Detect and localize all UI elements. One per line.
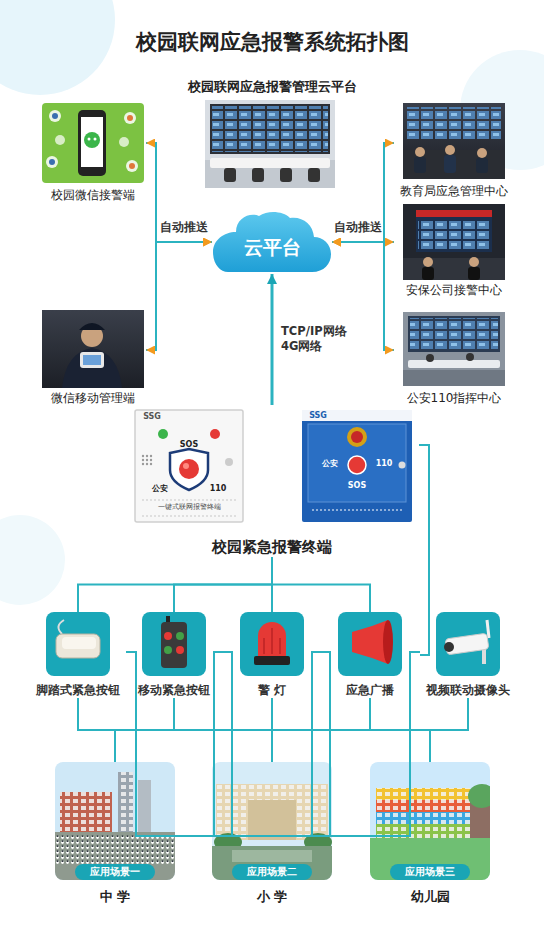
node-caption: 校园紧急报警终端 [125,537,419,557]
scene-caption: 中 学 [54,888,176,906]
device-marking: 一键式联网报警终端 [143,503,235,511]
node-caption: 应急广播 [322,682,418,698]
connector-line [126,652,369,836]
scene-card: 应用场景三幼儿园 [369,762,491,910]
picture-node: 公安110指挥中心 [394,310,514,406]
picture-node: 校园微信接警端 [40,103,146,203]
connector-line [222,652,369,836]
connector-line [126,652,211,836]
connector-line [320,652,369,836]
connector-label: 自动推送 [334,220,382,235]
officer-picture [42,310,144,388]
connector-line [176,652,322,836]
primary-school-picture [212,762,332,880]
connector-line [419,445,429,655]
picture-node: 脚踏式紧急按钮 [30,612,126,698]
connector-line [174,698,272,762]
connector-label: TCP/IP网络 4G网络 [281,324,367,354]
node-caption: 公安110指挥中心 [394,390,514,406]
connector-line [115,698,174,762]
scene-banner: 应用场景一 [54,864,176,880]
node-caption: 校园微信接警端 [40,187,146,203]
scene-caption: 小 学 [211,888,333,906]
connector-line [78,557,272,612]
platform-heading: 校园联网应急报警管理云平台 [177,78,367,96]
scene-caption: 幼儿园 [369,888,491,906]
cloud-label: 云平台 [212,235,332,259]
connector-line [146,242,212,350]
scene-banner: 应用场景二 [211,864,333,880]
device-marking: SSG [138,412,166,422]
node-caption: 视频联动摄像头 [420,682,516,698]
blue-alarm-terminal [302,410,412,522]
kindergarten-picture [370,762,490,880]
scene-card: 应用场景一中 学 [54,762,176,910]
connector-line [272,557,370,612]
connector-label: 自动推送 [158,220,210,235]
device-marking: 110 [206,484,230,494]
picture-node: 视频联动摄像头 [420,612,516,698]
node-caption: 脚踏式紧急按钮 [30,682,126,698]
picture-node: 移动紧急按钮 [126,612,222,698]
picture-node: 安保公司接警中心 [394,202,514,298]
device-marking: SSG [304,411,332,421]
connector-line [333,652,420,836]
device-marking: 公安 [148,484,172,494]
picture-node: 应急广播 [322,612,418,698]
control-room-picture [205,100,335,188]
connector-line [271,274,274,405]
device-marking: SOS [175,440,203,450]
connector-line [430,698,468,762]
command-center-picture [403,312,505,386]
connector-line [272,698,370,762]
node-caption: 微信移动管理端 [40,390,146,406]
picture-node: 警 灯 [224,612,320,698]
connector-line [78,698,115,762]
device-marking: SOS [343,481,371,491]
node-caption: 移动紧急按钮 [126,682,222,698]
node-caption: 教育局应急管理中心 [394,183,514,199]
cloud-node: 云平台 [212,210,332,274]
device-marking: 110 [371,459,397,469]
connector-line [176,652,420,836]
scene-banner: 应用场景三 [369,864,491,880]
node-caption: 安保公司接警中心 [394,282,514,298]
diagram-title: 校园联网应急报警系统拓扑图 [0,28,544,56]
picture-node: 校园联网应急报警管理云平台 [177,78,367,190]
picture-node: 校园紧急报警终端 [125,405,419,557]
security-center-picture [403,204,505,280]
device-tiles [46,612,500,676]
connector-line [370,698,430,762]
picture-node: 教育局应急管理中心 [394,103,514,199]
picture-node: 微信移动管理端 [40,310,146,406]
connector-line [176,652,224,836]
background-decor [0,0,544,605]
wechat-picture [42,103,144,183]
scene-card: 应用场景二小 学 [211,762,333,910]
connector-line [174,557,272,612]
white-alarm-terminal [135,410,243,522]
middle-school-picture [55,762,175,880]
education-center-picture [403,103,505,179]
node-caption: 警 灯 [224,682,320,698]
connector-line [146,143,212,242]
device-marking: 公安 [317,459,343,469]
connector-line [332,143,394,242]
